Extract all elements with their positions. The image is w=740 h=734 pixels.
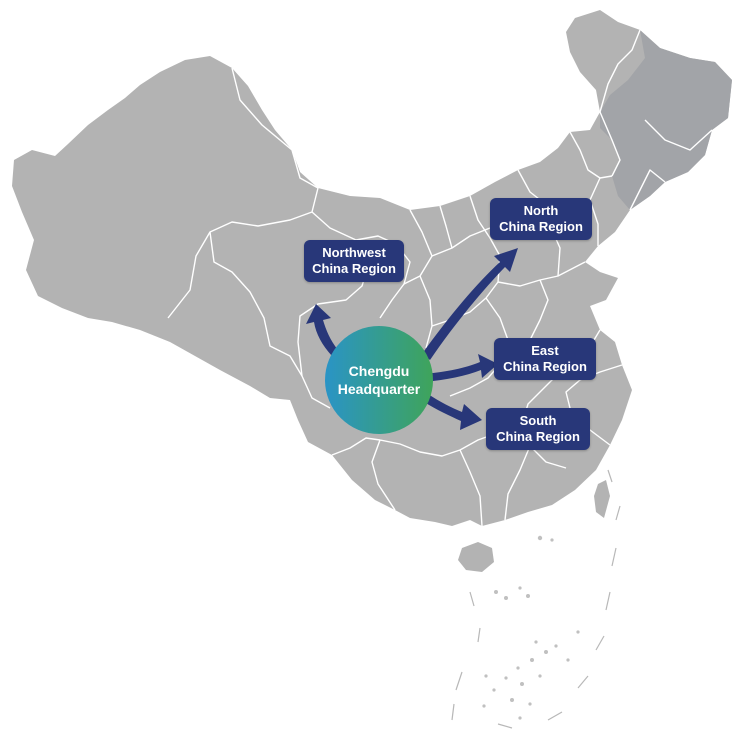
south-sea-islands: [451, 469, 621, 729]
headquarters-label: Chengdu Headquarter: [326, 340, 432, 420]
arrow-to-northwest: [306, 304, 338, 356]
east-region-label: East China Region: [494, 338, 596, 380]
north-line2: China Region: [499, 219, 583, 234]
north-line1: North: [523, 203, 559, 218]
south-region-label: South China Region: [486, 408, 590, 450]
headquarters-circle: [325, 326, 433, 434]
northwest-line2: China Region: [312, 261, 396, 276]
headquarters-line2: Headquarter: [337, 381, 421, 397]
south-line1: South: [519, 413, 557, 428]
arrow-to-north: [422, 248, 518, 360]
east-line1: East: [531, 343, 559, 358]
northwest-region-label: Northwest China Region: [304, 240, 404, 282]
arrow-to-east: [424, 354, 498, 382]
northwest-line1: Northwest: [322, 245, 386, 260]
taiwan-island: [594, 480, 610, 518]
arrow-to-south: [424, 394, 482, 430]
hainan-island: [458, 542, 494, 572]
headquarters-line1: Chengdu: [348, 363, 410, 379]
arrows: [306, 248, 518, 430]
north-region-label: North China Region: [490, 198, 592, 240]
east-line2: China Region: [503, 359, 587, 374]
south-line2: China Region: [496, 429, 580, 444]
northeast-provinces: [600, 30, 732, 210]
